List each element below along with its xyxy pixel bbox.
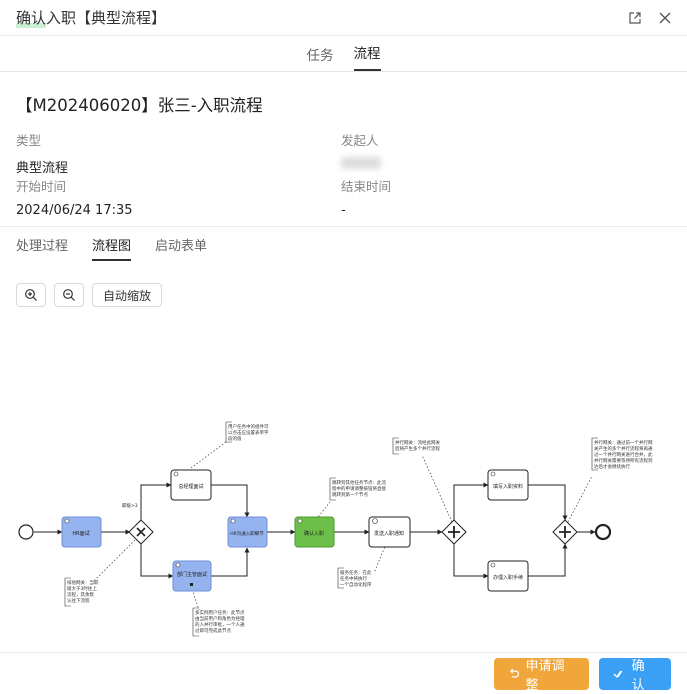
task-confirm-onboarding[interactable]: 确认入职 [294, 516, 335, 548]
annotation-multi-instance: 多实例用户任务：此节点 由当前用户和角色为经理 的人并行审批，一个人通 过即可完… [192, 607, 245, 637]
svg-text:跳转到第一个节点: 跳转到第一个节点 [332, 491, 368, 498]
zoom-in-button[interactable] [16, 283, 46, 307]
undo-icon [509, 668, 520, 677]
confirm-label: 确认 [631, 658, 645, 693]
task-hr-interview[interactable]: HR面试 [61, 516, 102, 548]
annotation-parallel-join: 并行网关：通过前一个并行网 关产生的多个并行流程将再通 过一个并行网关进行合并，… [591, 437, 653, 471]
edge-label: 职级>3 [122, 502, 138, 509]
parallel-gateway-join[interactable] [552, 519, 578, 545]
tab-process[interactable]: 流程 [353, 42, 381, 71]
auto-zoom-button[interactable]: 自动缩放 [92, 283, 163, 307]
svg-text:跳转到其他任务节点：此流: 跳转到其他任务节点：此流 [332, 479, 386, 486]
svg-text:排他网关：当职: 排他网关：当职 [67, 579, 99, 586]
tab-flowchart[interactable]: 流程图 [92, 235, 132, 261]
svg-text:发送入职通知: 发送入职通知 [374, 530, 404, 537]
annotation-service-task: 服务任务：在此 任务中将执行 一个自动化程序 [337, 567, 372, 589]
sub-tabs: 处理过程 流程图 启动表单 [0, 227, 687, 261]
task-fill-info[interactable]: 填写入职资料 [487, 469, 529, 501]
start-time-label: 开始时间 [16, 179, 67, 194]
svg-text:达后才会继续执行: 达后才会继续执行 [594, 463, 630, 470]
start-time-value: 2024/06/24 17:35 [16, 203, 133, 218]
parallel-gateway-split[interactable] [441, 519, 467, 545]
zoom-toolbar: 自动缩放 [0, 261, 687, 307]
svg-text:流程，其余默: 流程，其余默 [67, 591, 94, 598]
process-info: 【M202406020】张三-入职流程 类型 典型流程 发起人 开始时间 202… [0, 72, 687, 222]
zoom-in-icon [25, 289, 37, 301]
annotation-user-task: 用户任务中的组件可 以点击应设置表单字 段的值 [225, 421, 269, 443]
svg-text:关产生的多个并行流程将再通: 关产生的多个并行流程将再通 [594, 445, 653, 452]
svg-text:填写入职资料: 填写入职资料 [493, 483, 523, 490]
bpmn-diagram[interactable]: HR面试 总经理面试 部门主管面试 HR沟通入职细节 确认入职 发送入职通知 [0, 408, 687, 643]
svg-text:由当前用户和角色为经理: 由当前用户和角色为经理 [195, 615, 245, 622]
confirm-button[interactable]: 确认 [599, 657, 671, 693]
svg-text:程中的申请调整按钮将直接: 程中的申请调整按钮将直接 [332, 485, 386, 492]
zoom-out-icon [63, 289, 75, 301]
type-value: 典型流程 [16, 161, 69, 176]
process-heading: 【M202406020】张三-入职流程 [16, 96, 263, 115]
dialog-titlebar: 确认入职【典型流程】 [0, 0, 687, 36]
svg-text:HR沟通入职细节: HR沟通入职细节 [230, 530, 264, 537]
end-time-value: - [341, 203, 346, 218]
svg-text:部门主管面试: 部门主管面试 [177, 571, 207, 578]
svg-text:的人并行审批，一个人通: 的人并行审批，一个人通 [195, 621, 245, 628]
close-icon[interactable] [657, 10, 673, 26]
exclusive-gateway[interactable] [128, 519, 154, 545]
tab-task[interactable]: 任务 [306, 48, 334, 64]
top-tabs: 任务 流程 [0, 36, 687, 72]
request-adjust-label: 申请调整 [525, 658, 565, 693]
dialog-footer: 申请调整 确认 [0, 652, 687, 694]
request-adjust-button[interactable]: 申请调整 [494, 657, 589, 693]
svg-text:并行网关需要等待所有流程到: 并行网关需要等待所有流程到 [594, 457, 653, 464]
svg-text:一个自动化程序: 一个自动化程序 [340, 581, 372, 588]
start-event[interactable] [18, 524, 34, 540]
zoom-out-button[interactable] [54, 283, 84, 307]
svg-text:过一个并行网关进行合并，此: 过一个并行网关进行合并，此 [594, 451, 653, 458]
svg-text:总经理面试: 总经理面试 [178, 483, 203, 490]
svg-text:级大于3时往上: 级大于3时往上 [67, 585, 97, 592]
initiator-value-blurred [341, 157, 381, 169]
svg-text:并行网关：流经此网关: 并行网关：流经此网关 [395, 439, 440, 446]
task-hr-communication[interactable]: HR沟通入职细节 [227, 516, 268, 548]
svg-text:多实例用户任务：此节点: 多实例用户任务：此节点 [195, 609, 245, 616]
svg-text:段的值: 段的值 [228, 435, 242, 442]
svg-text:办理入职手续: 办理入职手续 [493, 574, 523, 581]
dialog-title-text: 确认入职【典型流程】 [16, 9, 167, 27]
svg-text:确认入职: 确认入职 [304, 530, 324, 537]
task-send-notice[interactable]: 发送入职通知 [368, 516, 411, 548]
svg-text:服务任务：在此: 服务任务：在此 [340, 569, 372, 576]
task-process-procedures[interactable]: 办理入职手续 [487, 560, 529, 592]
task-gm-interview[interactable]: 总经理面试 [170, 469, 212, 501]
annotation-parallel-split: 并行网关：流经此网关 后将产生多个并行流程 [392, 437, 440, 455]
annotation-jump: 跳转到其他任务节点：此流 程中的申请调整按钮将直接 跳转到第一个节点 [329, 477, 386, 501]
task-dept-interview[interactable]: 部门主管面试 [172, 560, 212, 592]
external-link-icon[interactable] [627, 10, 643, 26]
svg-text:过即可完成此节点: 过即可完成此节点 [195, 627, 231, 634]
tab-start-form[interactable]: 启动表单 [155, 239, 208, 254]
svg-text:任务中将执行: 任务中将执行 [340, 575, 367, 582]
svg-text:并行网关：通过前一个并行网: 并行网关：通过前一个并行网 [594, 439, 653, 446]
end-event[interactable] [594, 523, 612, 541]
svg-text:HR面试: HR面试 [72, 530, 89, 537]
tab-history[interactable]: 处理过程 [16, 239, 69, 254]
initiator-label: 发起人 [341, 133, 379, 148]
end-time-label: 结束时间 [341, 179, 392, 194]
type-label: 类型 [16, 133, 42, 148]
svg-text:用户任务中的组件可: 用户任务中的组件可 [228, 423, 269, 430]
svg-text:后将产生多个并行流程: 后将产生多个并行流程 [395, 445, 440, 452]
annotation-exclusive-gateway: 排他网关：当职 级大于3时往上 流程，其余默 认往下流程 [64, 577, 99, 607]
double-check-icon [613, 670, 623, 678]
svg-text:认往下流程: 认往下流程 [67, 597, 90, 604]
dialog-title: 确认入职【典型流程】 [16, 7, 166, 28]
svg-text:以点击应设置表单字: 以点击应设置表单字 [228, 429, 269, 436]
